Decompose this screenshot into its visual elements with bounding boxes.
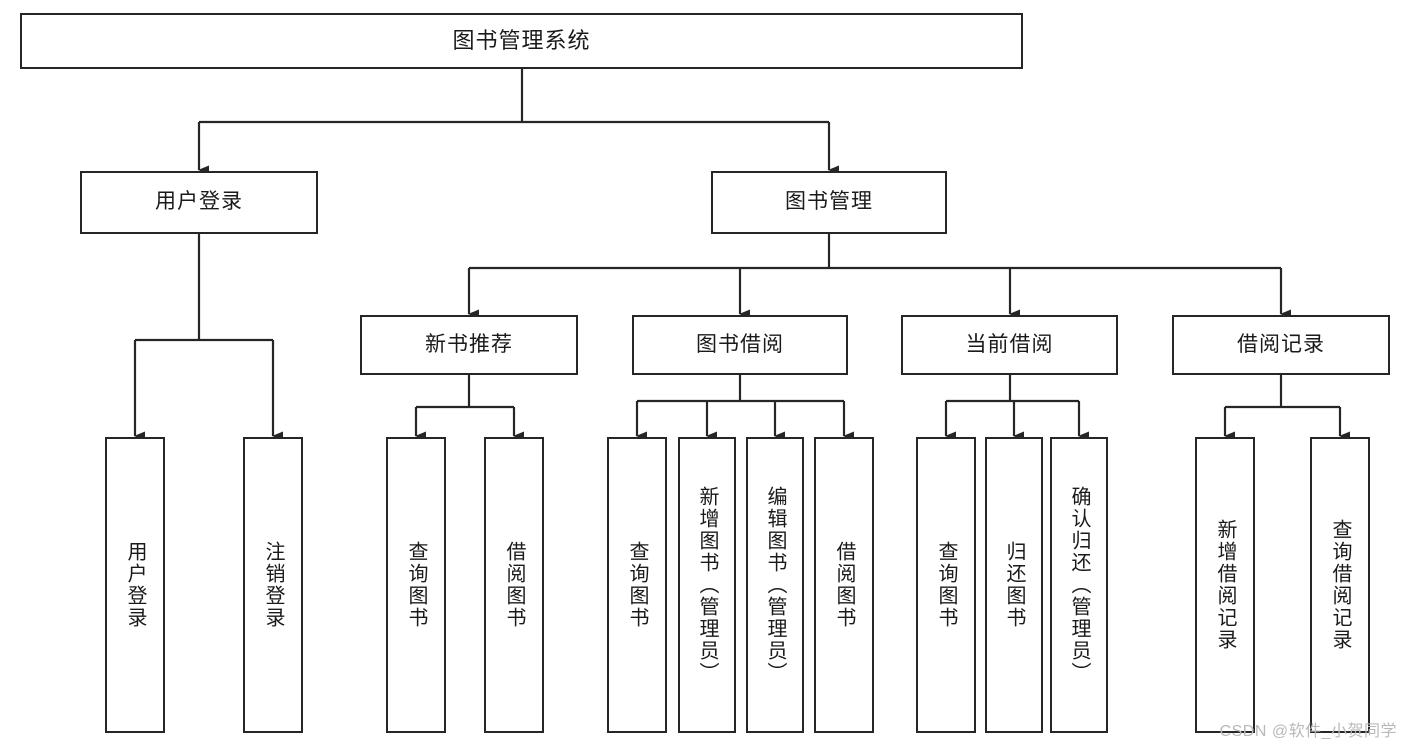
node-label: 新增借阅记录 bbox=[1214, 519, 1236, 651]
node-current-borrowing[interactable]: 当前借阅 bbox=[901, 315, 1118, 375]
node-new-book-recommendation[interactable]: 新书推荐 bbox=[360, 315, 578, 375]
leaf-cb-query-book[interactable]: 查询图书 bbox=[916, 437, 976, 733]
leaf-logout[interactable]: 注销登录 bbox=[243, 437, 303, 733]
node-label: 借阅记录 bbox=[1237, 332, 1325, 356]
leaf-br-add-record[interactable]: 新增借阅记录 bbox=[1195, 437, 1255, 733]
leaf-user-login[interactable]: 用户登录 bbox=[105, 437, 165, 733]
leaf-bb-borrow-book[interactable]: 借阅图书 bbox=[814, 437, 874, 733]
node-label: 图书借阅 bbox=[696, 332, 784, 356]
leaf-br-query-record[interactable]: 查询借阅记录 bbox=[1310, 437, 1370, 733]
node-label: 当前借阅 bbox=[965, 332, 1054, 356]
leaf-bb-add-book[interactable]: 新增图书（管理员） bbox=[678, 437, 736, 733]
node-label: 查询借阅记录 bbox=[1329, 519, 1351, 651]
node-label: 用户登录 bbox=[155, 190, 243, 214]
leaf-rec-query-book[interactable]: 查询图书 bbox=[386, 437, 446, 733]
node-label: 用户登录 bbox=[124, 541, 146, 629]
leaf-cb-return-book[interactable]: 归还图书 bbox=[985, 437, 1043, 733]
leaf-cb-confirm-return[interactable]: 确认归还（管理员） bbox=[1050, 437, 1108, 733]
node-label: 查询图书 bbox=[935, 541, 957, 629]
node-book-borrowing[interactable]: 图书借阅 bbox=[632, 315, 848, 375]
node-label: 图书管理 bbox=[785, 190, 873, 214]
node-label: 查询图书 bbox=[405, 541, 427, 629]
node-root-system[interactable]: 图书管理系统 bbox=[20, 13, 1023, 69]
node-borrowing-record[interactable]: 借阅记录 bbox=[1172, 315, 1390, 375]
node-label: 编辑图书（管理员） bbox=[764, 486, 786, 684]
node-label: 借阅图书 bbox=[503, 541, 525, 629]
csdn-watermark: CSDN @软件_小贺同学 bbox=[1219, 723, 1397, 740]
leaf-rec-borrow-book[interactable]: 借阅图书 bbox=[484, 437, 544, 733]
node-label: 归还图书 bbox=[1003, 541, 1025, 629]
node-label: 新书推荐 bbox=[425, 332, 513, 356]
node-label: 查询图书 bbox=[626, 541, 648, 629]
node-user-login[interactable]: 用户登录 bbox=[80, 171, 318, 234]
node-label: 确认归还（管理员） bbox=[1068, 486, 1090, 684]
leaf-bb-query-book[interactable]: 查询图书 bbox=[607, 437, 667, 733]
node-label: 借阅图书 bbox=[833, 541, 855, 629]
node-label: 图书管理系统 bbox=[452, 28, 591, 54]
node-label: 新增图书（管理员） bbox=[696, 486, 718, 684]
node-book-management[interactable]: 图书管理 bbox=[711, 171, 947, 234]
leaf-bb-edit-book[interactable]: 编辑图书（管理员） bbox=[746, 437, 804, 733]
node-label: 注销登录 bbox=[262, 541, 284, 629]
